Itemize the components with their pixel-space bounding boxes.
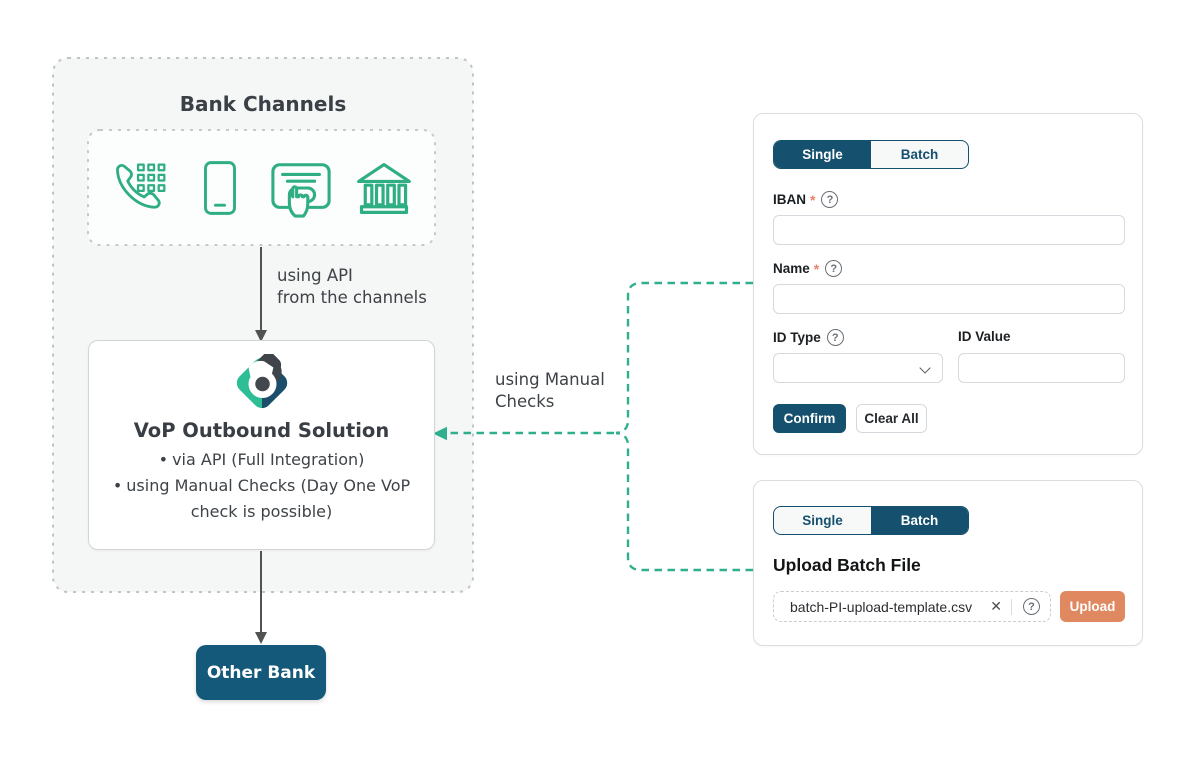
clear-file-icon[interactable]: ✕: [990, 598, 1002, 614]
upload-batch-file-heading: Upload Batch File: [773, 555, 921, 575]
mobile-icon: [203, 160, 236, 215]
api-arrow-label: using API from the channels: [277, 265, 427, 309]
batch-upload-panel: Single Batch Upload Batch File batch-PI-…: [753, 480, 1143, 646]
id-type-select[interactable]: [773, 353, 943, 383]
id-value-input[interactable]: [958, 353, 1125, 383]
bank-icon: [356, 162, 411, 214]
id-type-label-row: ID Type ?: [773, 329, 844, 346]
divider: [1011, 598, 1012, 615]
name-input[interactable]: [773, 284, 1125, 314]
tab-batch[interactable]: Batch: [900, 147, 939, 162]
name-help-icon[interactable]: ?: [825, 260, 843, 277]
manual-checks-arrowhead-icon: [433, 426, 447, 441]
vop-bullet-item: •using Manual Checks (Day One VoP check …: [95, 473, 429, 525]
tab-batch[interactable]: Batch: [871, 507, 968, 534]
iban-label: IBAN: [773, 192, 806, 207]
chevron-down-icon: [919, 362, 931, 374]
id-value-label: ID Value: [958, 329, 1011, 344]
single-check-panel: Single Batch IBAN * ? Name * ? ID Type ?…: [753, 113, 1143, 455]
tab-single[interactable]: Single: [802, 513, 843, 528]
file-help-icon[interactable]: ?: [1023, 598, 1040, 615]
name-label-row: Name * ?: [773, 260, 843, 277]
vop-bullet-item: •via API (Full Integration): [95, 447, 429, 473]
confirm-button[interactable]: Confirm: [773, 404, 846, 433]
bank-channels-title: Bank Channels: [179, 92, 347, 116]
iban-label-row: IBAN * ?: [773, 191, 839, 208]
clear-all-button[interactable]: Clear All: [856, 404, 927, 433]
vop-box-bullets: •via API (Full Integration) •using Manua…: [95, 447, 429, 525]
api-arrow-label-line1: using API: [277, 266, 353, 285]
manual-checks-label: using Manual Checks: [495, 369, 605, 413]
id-value-label-row: ID Value: [958, 329, 1011, 344]
required-marker: *: [813, 260, 820, 277]
manual-checks-label-line2: Checks: [495, 392, 555, 411]
upload-button[interactable]: Upload: [1060, 591, 1125, 622]
manual-checks-connector: [447, 281, 753, 572]
channels-icons-box: [87, 129, 436, 246]
batch-panel-tab-group: Single Batch: [773, 506, 969, 535]
vop-logo-icon: [236, 354, 291, 412]
phone-icon: [116, 162, 166, 209]
iban-help-icon[interactable]: ?: [821, 191, 839, 208]
bullet-icon: •: [112, 476, 123, 495]
api-arrow-label-line2: from the channels: [277, 288, 427, 307]
api-flow-arrowhead-icon: [255, 330, 267, 342]
other-bank-flow-arrowhead-icon: [255, 632, 267, 644]
tab-single[interactable]: Single: [774, 141, 871, 168]
id-type-label: ID Type: [773, 330, 821, 345]
vop-bullet-text: using Manual Checks (Day One VoP check i…: [126, 476, 411, 521]
vop-bullet-text: via API (Full Integration): [172, 450, 365, 469]
iban-input[interactable]: [773, 215, 1125, 245]
single-panel-tab-group: Single Batch: [773, 140, 969, 169]
required-marker: *: [810, 191, 816, 208]
bullet-icon: •: [158, 450, 169, 469]
name-label: Name: [773, 261, 810, 276]
vop-box-title: VoP Outbound Solution: [133, 419, 390, 442]
vop-outbound-solution-box: VoP Outbound Solution •via API (Full Int…: [88, 340, 435, 550]
id-type-help-icon[interactable]: ?: [826, 329, 844, 346]
other-bank-node[interactable]: Other Bank: [196, 645, 326, 700]
batch-file-name: batch-PI-upload-template.csv: [790, 598, 973, 615]
card-payment-icon: [271, 162, 331, 218]
batch-file-field[interactable]: batch-PI-upload-template.csv ✕ ?: [773, 591, 1051, 622]
channel-icons-row: [88, 130, 435, 245]
manual-checks-label-line1: using Manual: [495, 370, 605, 389]
